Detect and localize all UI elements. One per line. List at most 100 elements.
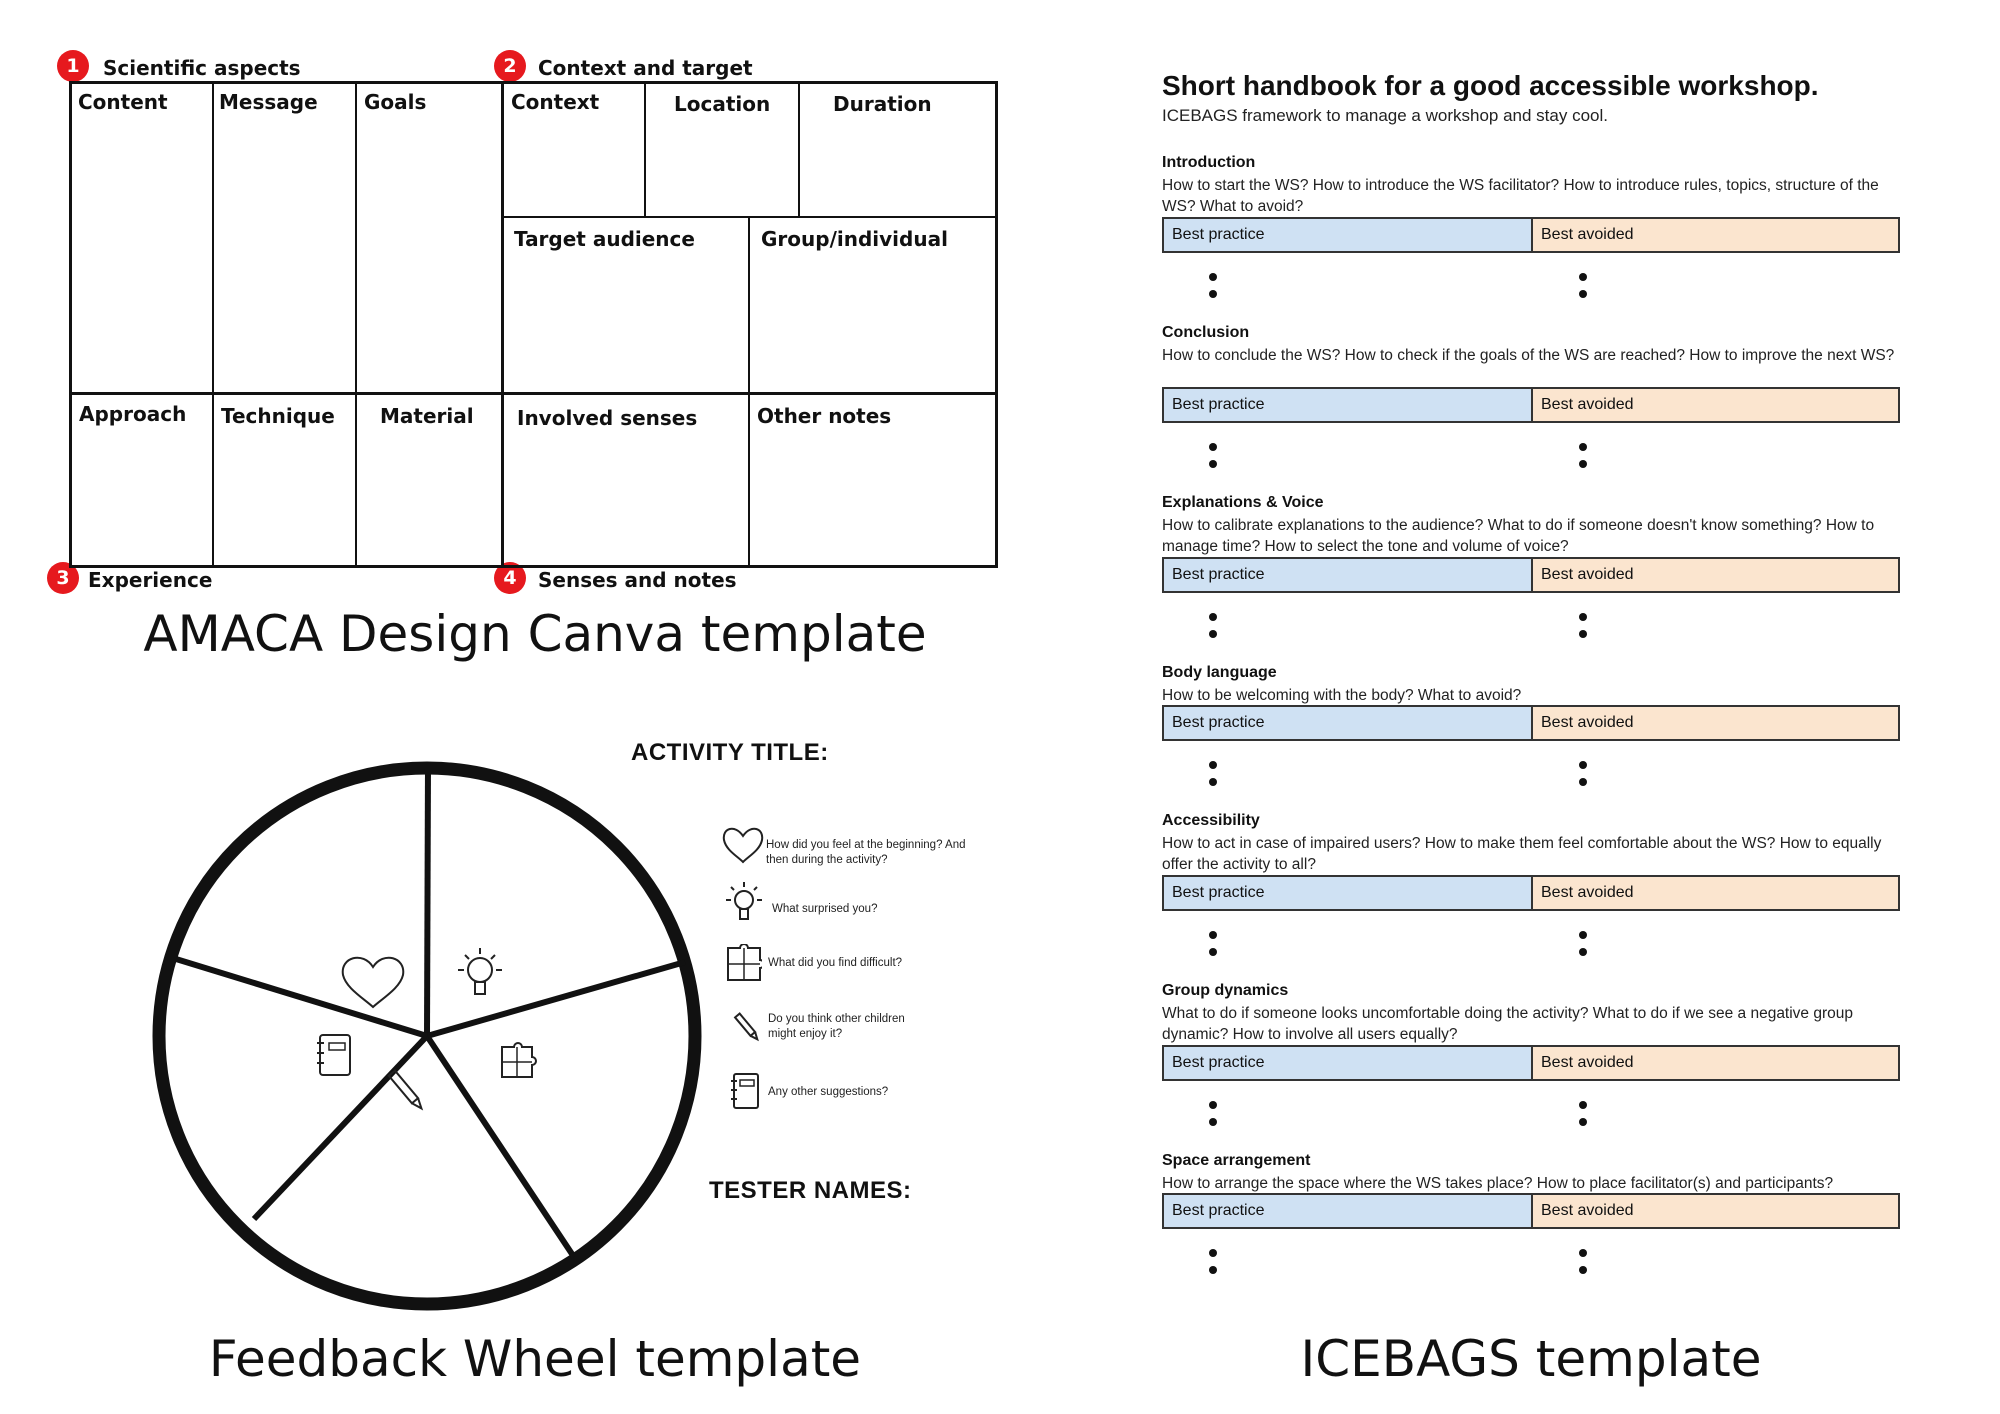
bullet-dot: [1579, 1249, 1587, 1257]
bullet-dot: [1209, 630, 1217, 638]
practice-bar: Best practice Best avoided: [1162, 1193, 1900, 1229]
caption-icebags: ICEBAGS template: [1300, 1330, 1762, 1388]
grid-line: [69, 565, 998, 568]
practice-bar: Best practice Best avoided: [1162, 1045, 1900, 1081]
best-practice-column: Best practice: [1164, 1047, 1533, 1079]
feedback-wheel: [152, 761, 702, 1311]
practice-bar: Best practice Best avoided: [1162, 217, 1900, 253]
bullet-dot: [1209, 931, 1217, 939]
cell-label-context: Context: [511, 90, 600, 114]
best-avoided-column: Best avoided: [1533, 389, 1898, 421]
cell-label-target-audience: Target audience: [514, 227, 695, 251]
bullet-dot: [1579, 630, 1587, 638]
bullet-dot: [1579, 460, 1587, 468]
icebags-subtitle: ICEBAGS framework to manage a workshop a…: [1162, 106, 1608, 125]
practice-bar: Best practice Best avoided: [1162, 705, 1900, 741]
section-heading: Accessibility: [1162, 812, 1260, 829]
bullet-dot: [1579, 761, 1587, 769]
best-avoided-column: Best avoided: [1533, 559, 1898, 591]
section-description: How to calibrate explanations to the aud…: [1162, 517, 1875, 555]
bullet-dot: [1579, 613, 1587, 621]
section-description: How to arrange the space where the WS ta…: [1162, 1175, 1834, 1192]
caption-amaca: AMACA Design Canva template: [143, 605, 927, 663]
cell-label-group-individual: Group/individual: [761, 227, 948, 251]
section-badge-2: 2: [494, 50, 526, 82]
bullet-dot: [1209, 460, 1217, 468]
section-description: How to act in case of impaired users? Ho…: [1162, 835, 1882, 873]
bullet-dot: [1579, 1101, 1587, 1109]
activity-title-label: ACTIVITY TITLE:: [631, 739, 829, 766]
grid-line: [69, 81, 72, 568]
best-practice-column: Best practice: [1164, 707, 1533, 739]
cell-label-other-notes: Other notes: [757, 404, 892, 428]
bullet-dot: [1209, 613, 1217, 621]
grid-line: [355, 81, 357, 568]
section-description: What to do if someone looks uncomfortabl…: [1162, 1005, 1854, 1043]
section-description: How to start the WS? How to introduce th…: [1162, 177, 1879, 215]
grid-line: [798, 81, 800, 217]
best-practice-column: Best practice: [1164, 389, 1533, 421]
grid-line: [69, 81, 998, 84]
cell-label-message: Message: [219, 90, 318, 114]
grid-line: [212, 81, 214, 568]
practice-bar: Best practice Best avoided: [1162, 387, 1900, 423]
bullet-dot: [1579, 1266, 1587, 1274]
question-text: What surprised you?: [772, 903, 878, 915]
best-avoided-column: Best avoided: [1533, 1195, 1898, 1227]
lightbulb-icon: [458, 948, 502, 995]
section-heading: Introduction: [1162, 154, 1256, 171]
question-text: What did you find difficult?: [768, 957, 903, 969]
cell-label-approach: Approach: [79, 402, 187, 426]
cell-label-duration: Duration: [833, 92, 932, 116]
section-heading: Explanations & Voice: [1162, 494, 1324, 511]
bullet-dot: [1209, 761, 1217, 769]
section-heading: Space arrangement: [1162, 1152, 1311, 1169]
bullet-dot: [1209, 778, 1217, 786]
lightbulb-icon: [726, 882, 762, 920]
grid-line: [69, 392, 998, 395]
bullet-dot: [1209, 273, 1217, 281]
heart-icon: [341, 956, 405, 1009]
question-text: Any other suggestions?: [768, 1086, 889, 1098]
section-badge-1: 1: [57, 50, 89, 82]
notebook-icon: [731, 1073, 759, 1109]
notebook-icon: [317, 1034, 351, 1076]
caption-feedback-wheel: Feedback Wheel template: [208, 1330, 862, 1388]
best-practice-column: Best practice: [1164, 1195, 1533, 1227]
pencil-icon: [733, 1012, 759, 1042]
cell-label-involved-senses: Involved senses: [517, 406, 698, 430]
bullet-dot: [1579, 931, 1587, 939]
bullet-dot: [1579, 778, 1587, 786]
question-text: How did you feel at the beginning? And t…: [766, 839, 966, 866]
best-practice-column: Best practice: [1164, 559, 1533, 591]
grid-line: [644, 81, 646, 217]
bullet-dot: [1579, 443, 1587, 451]
grid-line: [995, 81, 998, 568]
section-label-context-and-target: Context and target: [538, 56, 753, 80]
bullet-dot: [1209, 290, 1217, 298]
bullet-dot: [1209, 1249, 1217, 1257]
bullet-dot: [1579, 273, 1587, 281]
section-heading: Body language: [1162, 664, 1277, 681]
bullet-dot: [1209, 1266, 1217, 1274]
best-practice-column: Best practice: [1164, 219, 1533, 251]
section-description: How to conclude the WS? How to check if …: [1162, 347, 1895, 364]
cell-label-material: Material: [380, 404, 474, 428]
section-description: How to be welcoming with the body? What …: [1162, 687, 1522, 704]
cell-label-location: Location: [674, 92, 771, 116]
cell-label-content: Content: [78, 90, 168, 114]
cell-label-technique: Technique: [221, 404, 335, 428]
bullet-dot: [1209, 1101, 1217, 1109]
bullet-dot: [1209, 1118, 1217, 1126]
section-label-senses-and-notes: Senses and notes: [538, 568, 737, 592]
section-label-experience: Experience: [88, 568, 213, 592]
icebags-title: Short handbook for a good accessible wor…: [1162, 70, 1819, 101]
bullet-dot: [1209, 948, 1217, 956]
best-avoided-column: Best avoided: [1533, 219, 1898, 251]
best-practice-column: Best practice: [1164, 877, 1533, 909]
section-heading: Group dynamics: [1162, 982, 1289, 999]
cell-label-goals: Goals: [364, 90, 427, 114]
best-avoided-column: Best avoided: [1533, 877, 1898, 909]
puzzle-icon: [501, 1042, 537, 1078]
bullet-dot: [1579, 1118, 1587, 1126]
